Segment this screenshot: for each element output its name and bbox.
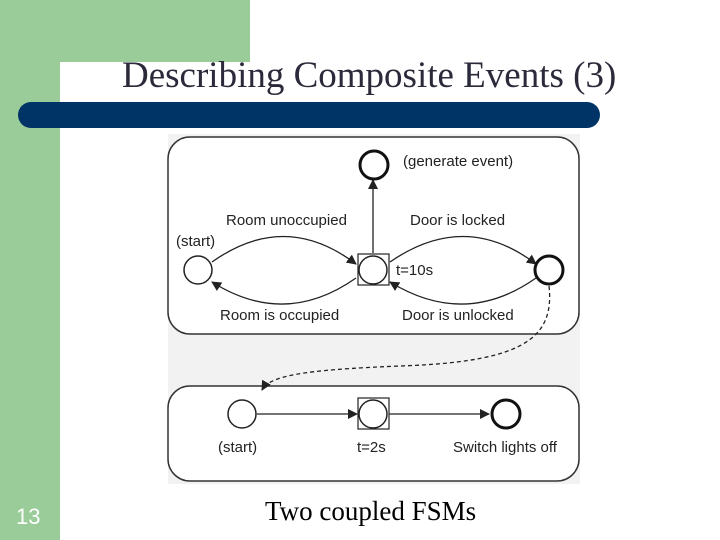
slide-number: 13 (16, 504, 41, 529)
fsm1-start-state (183, 255, 213, 285)
fsm1-generate-state (358, 149, 390, 181)
slide-title: Describing Composite Events (3) (122, 55, 617, 96)
fsm2-box (167, 385, 580, 482)
fsm2-timer-label: t=2s (357, 439, 386, 456)
label-room-unoccupied: Room unoccupied (226, 212, 347, 229)
fsm2-start-label: (start) (218, 439, 257, 456)
fsm1-locked-state (533, 254, 565, 286)
fsm2-timer-state (358, 399, 388, 429)
title-bar (18, 102, 600, 128)
coupling-dashed-arrow (261, 285, 551, 391)
transition-room-unoccupied-arrow (211, 235, 357, 265)
fsm1-generate-label: (generate event) (403, 153, 513, 170)
fsm1-timer-state (358, 255, 388, 285)
fsm1-start-label: (start) (176, 233, 215, 250)
slide-caption: Two coupled FSMs (265, 496, 477, 526)
transition-door-locked-arrow (389, 235, 537, 265)
fsm2-start-state (227, 399, 257, 429)
top-accent-band (60, 0, 250, 62)
label-door-unlocked: Door is unlocked (402, 307, 514, 324)
fsm2-end-state (490, 398, 522, 430)
left-accent-band (0, 0, 60, 540)
label-door-locked: Door is locked (410, 212, 505, 229)
transition-room-occupied-arrow (211, 277, 357, 305)
fsm2-end-label: Switch lights off (453, 439, 558, 456)
transition-door-unlocked-arrow (389, 277, 537, 305)
label-room-occupied: Room is occupied (220, 307, 339, 324)
fsm1-timer-label: t=10s (396, 262, 433, 279)
